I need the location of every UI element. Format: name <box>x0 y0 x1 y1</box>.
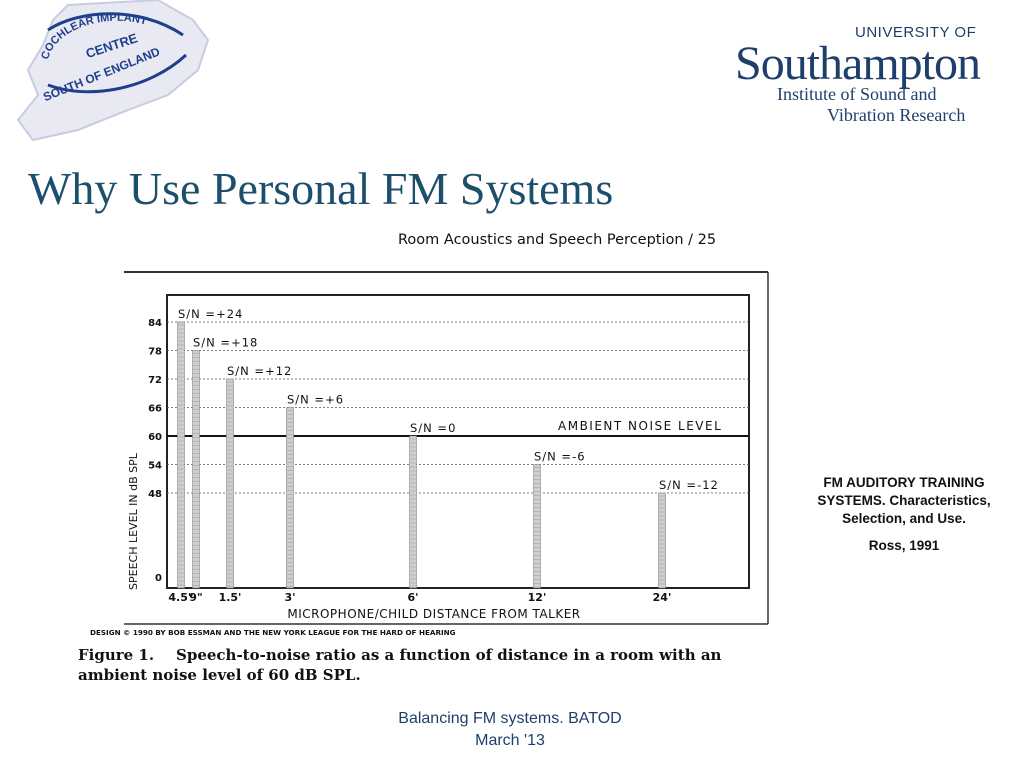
x-tick-label: 24' <box>653 591 672 604</box>
y-tick-label: 66 <box>148 404 162 415</box>
plot-area <box>166 294 750 589</box>
x-tick-label: 6' <box>407 591 418 604</box>
y-tick-label: 60 <box>148 432 162 443</box>
bar-label: S/N =+6 <box>287 393 344 407</box>
bar-label: S/N =-6 <box>534 450 586 464</box>
y-tick-label: 48 <box>148 489 162 500</box>
bar <box>658 492 666 589</box>
y-tick-label: 54 <box>148 461 162 472</box>
y-tick-label: 0 <box>155 573 162 584</box>
footer-line-2: March '13 <box>475 732 545 749</box>
cochlear-implant-centre-logo: COCHLEAR IMPLANT CENTRE SOUTH OF ENGLAND <box>16 0 210 142</box>
reference-author: Ross, 1991 <box>868 538 940 553</box>
bar <box>286 407 294 589</box>
institute-line-1: Institute of Sound and <box>777 84 937 104</box>
caption-line-2: ambient noise level of 60 dB SPL. <box>78 666 361 684</box>
speech-to-noise-chart: Room Acoustics and Speech Perception / 2… <box>78 232 769 684</box>
institute-line-2: Vibration Research <box>827 105 966 125</box>
caption-lead: Figure 1. <box>78 646 154 664</box>
bar-label: S/N =+24 <box>178 307 243 321</box>
y-tick-label: 78 <box>148 347 162 358</box>
southampton-wordmark: Southampton <box>735 37 981 90</box>
bar <box>177 321 185 589</box>
x-tick-label: 9" <box>189 591 202 604</box>
bar-label: S/N =0 <box>410 421 456 435</box>
x-tick-label: 1.5' <box>219 591 242 604</box>
university-of-southampton-logo: UNIVERSITY OF Southampton Institute of S… <box>735 22 995 132</box>
x-axis-label: MICROPHONE/CHILD DISTANCE FROM TALKER <box>287 607 580 621</box>
bar-label: S/N =-12 <box>659 478 719 492</box>
bar-label: S/N =+18 <box>193 336 258 350</box>
reference-title: FM AUDITORY TRAINING SYSTEMS. Characteri… <box>817 475 991 526</box>
x-tick-label: 4.5" <box>168 591 193 604</box>
x-tick-label: 3' <box>284 591 295 604</box>
ambient-noise-label: AMBIENT NOISE LEVEL <box>558 419 722 433</box>
uk-map-shape <box>16 0 210 142</box>
chart-page-header: Room Acoustics and Speech Perception / 2… <box>398 232 716 248</box>
y-tick-label: 84 <box>148 318 162 329</box>
bar-label: S/N =+12 <box>227 364 292 378</box>
bar <box>226 378 234 589</box>
university-of-label: UNIVERSITY OF <box>855 24 977 41</box>
caption-line-1: Speech-to-noise ratio as a function of d… <box>176 646 722 664</box>
y-tick-label: 72 <box>148 375 162 386</box>
bar <box>409 435 417 589</box>
reference-note: FM AUDITORY TRAINING SYSTEMS. Characteri… <box>790 474 1018 564</box>
slide-title: Why Use Personal FM Systems <box>28 163 614 214</box>
slide-footer: Balancing FM systems. BATOD March '13 <box>340 708 680 752</box>
chart-credit: DESIGN © 1990 BY BOB ESSMAN AND THE NEW … <box>90 628 456 637</box>
bar <box>533 464 541 589</box>
x-tick-label: 12' <box>528 591 547 604</box>
y-axis-label: SPEECH LEVEL IN dB SPL <box>127 452 140 590</box>
footer-line-1: Balancing FM systems. BATOD <box>398 710 622 727</box>
